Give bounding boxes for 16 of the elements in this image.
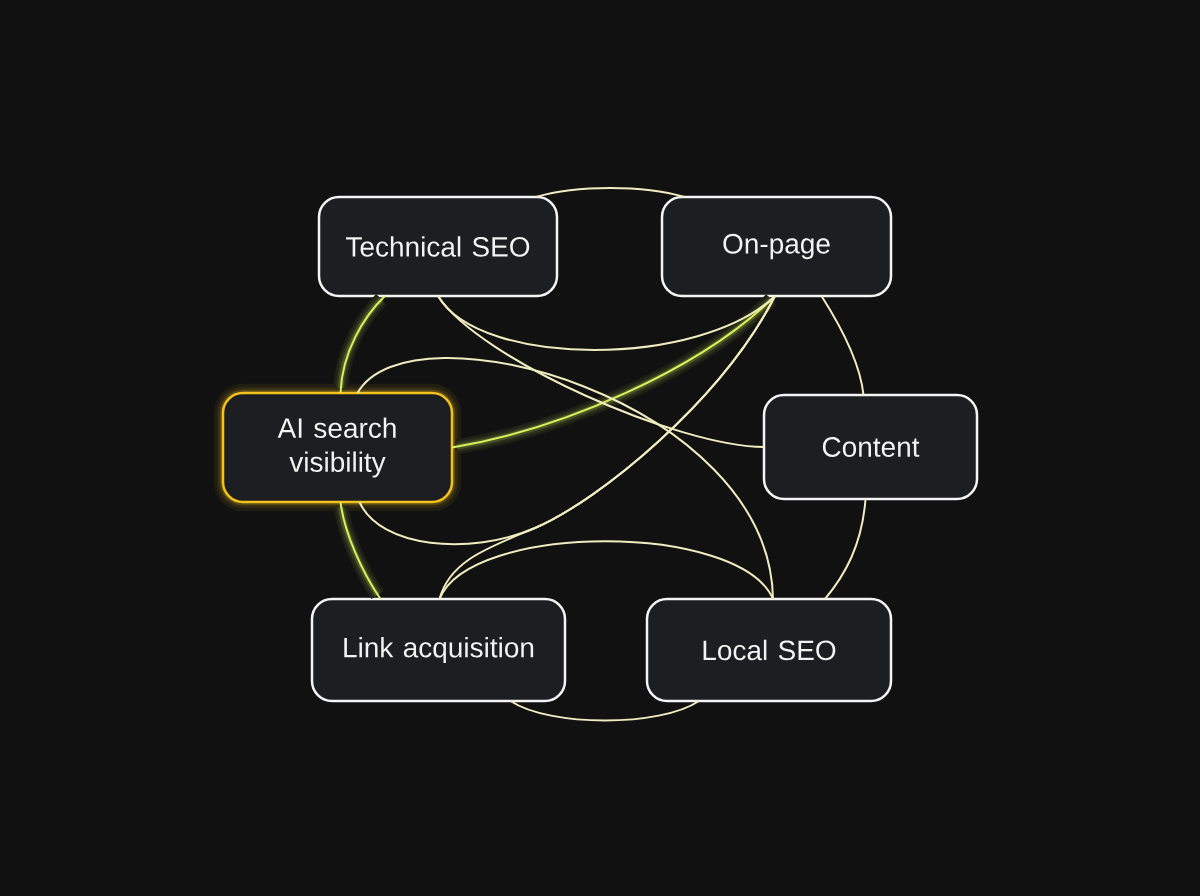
process-box: Technical SEO bbox=[317, 195, 559, 298]
glowing-connector bbox=[333, 501, 384, 600]
connector bbox=[820, 295, 865, 396]
connector bbox=[438, 540, 774, 600]
connector bbox=[437, 295, 776, 351]
highlighted-box: AI search visibility bbox=[213, 383, 462, 512]
connector bbox=[535, 187, 686, 198]
connector bbox=[509, 700, 700, 722]
process-box: On-page bbox=[660, 195, 893, 298]
process-box: Local SEO bbox=[645, 597, 893, 703]
connector bbox=[356, 357, 774, 600]
process-box: Content bbox=[762, 393, 979, 501]
glowing-connector bbox=[333, 294, 387, 394]
connector bbox=[438, 295, 776, 600]
connector bbox=[824, 498, 867, 600]
process-box: Link acquisition bbox=[310, 597, 567, 703]
